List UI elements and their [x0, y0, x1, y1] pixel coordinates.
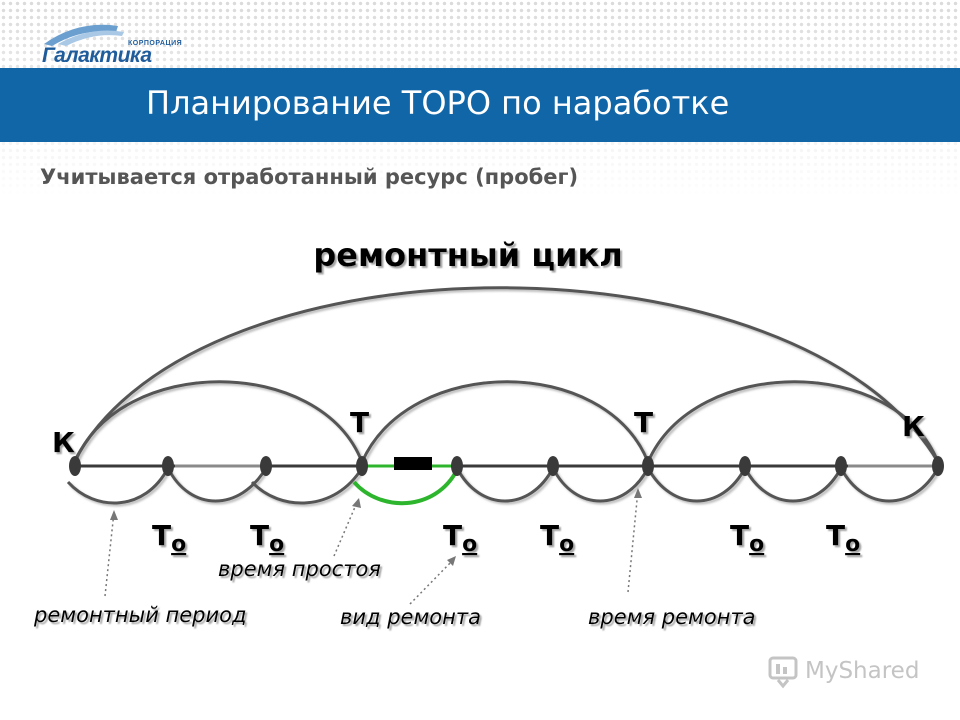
- arrow-downtime-icon: [352, 498, 361, 508]
- repair-block-marker: [394, 457, 432, 470]
- to-label-6-sub: о: [845, 532, 860, 557]
- logo-swoosh-icon: [44, 24, 124, 46]
- lower-arc-7: [743, 467, 843, 503]
- annotation-repair-period: ремонтный период: [33, 603, 247, 627]
- lower-arc-8: [839, 467, 940, 503]
- to-label-1-main: Т: [152, 519, 171, 552]
- repair-cycle-arc: [73, 286, 940, 463]
- to-label-5-main: Т: [730, 519, 749, 552]
- node-5: [739, 456, 751, 476]
- title-bar: [0, 68, 960, 142]
- to-label-2-sub: о: [269, 532, 284, 557]
- to-label-6: То: [826, 519, 860, 557]
- to-label-4-sub: о: [559, 532, 574, 557]
- to-label-5-sub: о: [749, 532, 764, 557]
- to-label-3-main: Т: [443, 519, 462, 552]
- page-title: Планирование ТОРО по наработке: [146, 84, 730, 122]
- lower-arc-2: [166, 467, 268, 503]
- pointer-repair-period: [104, 511, 115, 597]
- node-label-k-right: К: [902, 410, 925, 443]
- lower-arc-4: [455, 467, 555, 503]
- to-label-3-sub: о: [462, 532, 477, 557]
- upper-arc-3: [646, 380, 940, 463]
- to-label-4-main: Т: [540, 519, 559, 552]
- to-label-4: То: [540, 519, 574, 557]
- myshared-logo-icon: [768, 656, 798, 689]
- node-k-left: [69, 456, 81, 476]
- to-label-6-main: Т: [826, 519, 845, 552]
- to-label-2-main: Т: [250, 519, 269, 552]
- to-label-2: То: [250, 519, 284, 557]
- upper-arc-1: [73, 380, 364, 463]
- arrow-repair-period-icon: [110, 510, 118, 520]
- logo-corporation-text: КОРПОРАЦИЯ: [128, 40, 183, 47]
- annotation-downtime: время простоя: [218, 557, 381, 581]
- myshared-watermark: MyShared: [805, 658, 920, 684]
- node-t1: [356, 456, 368, 476]
- to-label-1-sub: о: [171, 532, 186, 557]
- repair-cycle-label: ремонтный цикл: [313, 236, 622, 274]
- pointer-repair-type: [409, 557, 456, 605]
- to-label-1: То: [152, 519, 186, 557]
- downtime-arc: [352, 469, 459, 506]
- upper-arc-2: [360, 380, 650, 463]
- lower-arc-1: [66, 467, 170, 505]
- page-subtitle: Учитывается отработанный ресурс (пробег): [40, 165, 579, 189]
- to-label-3: То: [443, 519, 477, 557]
- node-k-right: [932, 456, 944, 476]
- node-label-t2: Т: [634, 406, 653, 439]
- annotation-repair-type: вид ремонта: [340, 605, 481, 629]
- node-label-t1: Т: [350, 406, 369, 439]
- node-2: [260, 456, 272, 476]
- lower-arc-5: [551, 467, 650, 503]
- node-t2: [642, 456, 654, 476]
- lower-arc-6: [646, 467, 747, 503]
- pointer-repair-time: [627, 489, 639, 593]
- node-label-k-left: К: [52, 426, 75, 459]
- node-1: [162, 456, 174, 476]
- arrow-repair-type-icon: [447, 556, 456, 566]
- galaktika-logo: КОРПОРАЦИЯ Галактика: [38, 14, 182, 67]
- logo-name-text: Галактика: [42, 44, 152, 67]
- node-3: [451, 456, 463, 476]
- pointer-downtime: [333, 499, 359, 557]
- node-6: [835, 456, 847, 476]
- node-4: [547, 456, 559, 476]
- arrow-repair-time-icon: [634, 488, 642, 498]
- lower-arc-3: [250, 467, 364, 505]
- annotation-repair-time: время ремонта: [588, 605, 756, 629]
- to-label-5: То: [730, 519, 764, 557]
